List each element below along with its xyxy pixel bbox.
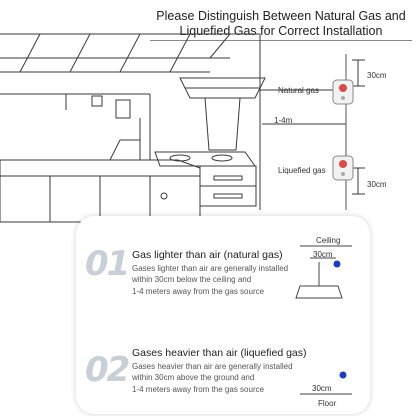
- floor-distance-label: 30cm: [312, 384, 332, 393]
- floor-label: Floor: [318, 399, 337, 408]
- liquefied-gas-detector: [332, 155, 354, 181]
- info-card: [76, 216, 370, 414]
- ceiling-detector-dot: [333, 260, 341, 268]
- section-1-line-3: 1-4 meters away from the gas source: [132, 287, 265, 296]
- natural-gas-detector: [332, 79, 354, 105]
- distance-label: 1-4m: [274, 116, 293, 125]
- section-1-line-2: within 30cm below the ceiling and: [132, 275, 252, 284]
- mini-hood-icon: [295, 285, 343, 299]
- ceiling-label: Ceiling: [316, 236, 341, 245]
- floor-detector-dot: [339, 371, 347, 379]
- top-clearance-label: 30cm: [367, 71, 387, 80]
- ceiling-distance-label: 30cm: [313, 250, 333, 259]
- section-number-2: 02: [85, 350, 130, 390]
- title-line-1: Please Distinguish Between Natural Gas a…: [156, 9, 406, 23]
- range-hood: [179, 77, 266, 99]
- section-1-line-1: Gases lighter than air are generally ins…: [132, 264, 289, 273]
- gas-meter: [115, 99, 131, 119]
- section-heading-2: Gases heavier than air (liquefied gas): [132, 347, 307, 359]
- natural-gas-label: Natural gas: [278, 86, 319, 95]
- section-2-line-1: Gases heavier than air are generally ins…: [132, 362, 293, 371]
- title-underline: [150, 40, 412, 41]
- section-heading-1: Gas lighter than air (natural gas): [132, 249, 283, 261]
- liquefied-gas-label: Liquefied gas: [278, 166, 326, 175]
- section-2-line-2: within 30cm above the ground and: [132, 373, 255, 382]
- bottom-clearance-label: 30cm: [367, 180, 387, 189]
- section-2-line-3: 1-4 meters away from the gas source: [132, 385, 265, 394]
- section-number-1: 01: [85, 244, 130, 284]
